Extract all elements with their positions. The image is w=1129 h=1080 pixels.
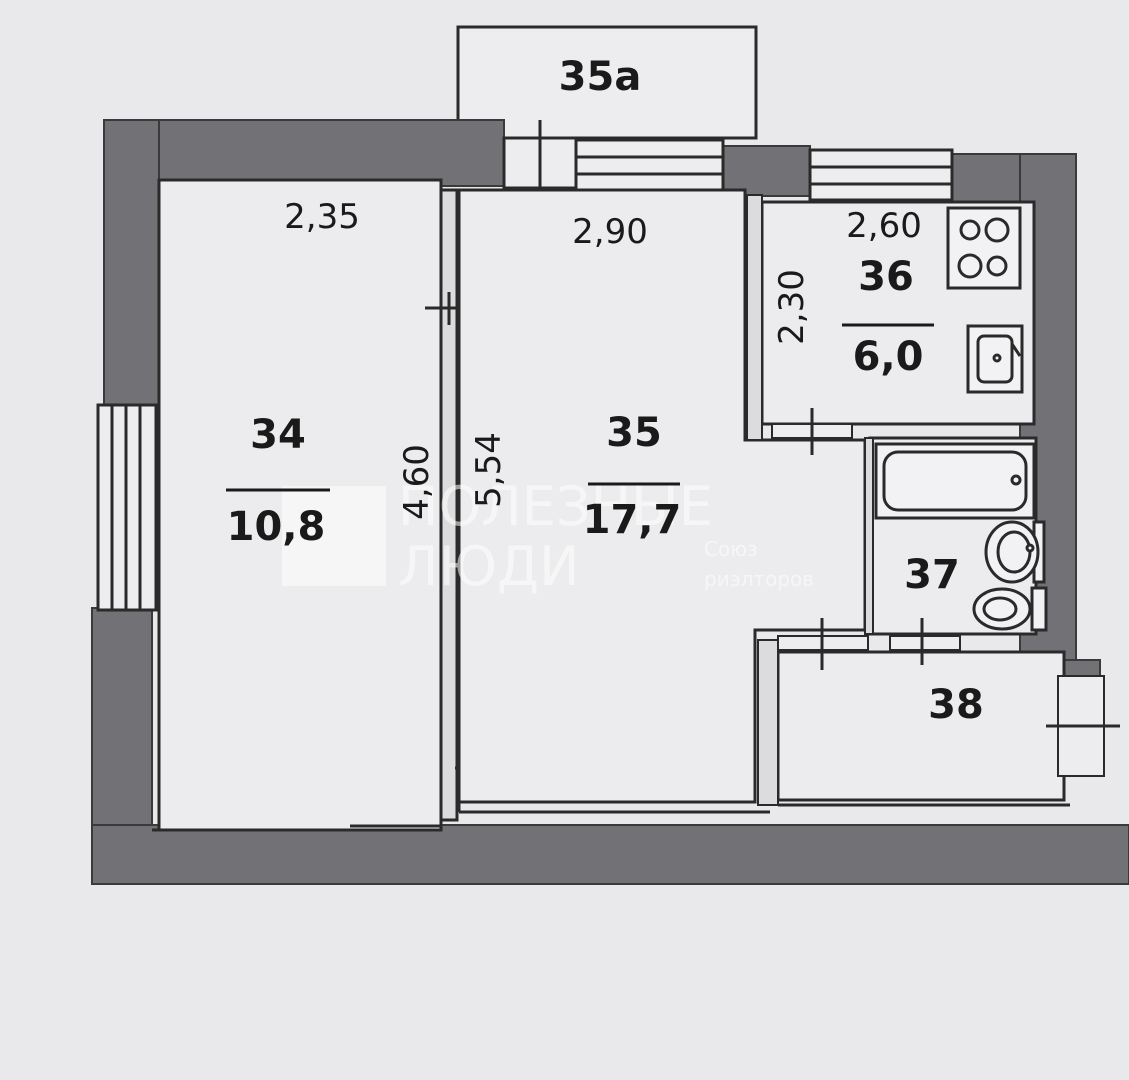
- room-38-number: 38: [928, 682, 984, 728]
- watermark-tag2: риэлторов: [704, 567, 814, 591]
- watermark-logo: [282, 486, 386, 586]
- room-36-depth: 2,30: [772, 269, 812, 345]
- watermark-line2: ЛЮДИ: [398, 535, 580, 598]
- window-left: [96, 403, 158, 612]
- window-room35: [573, 138, 725, 194]
- room-34-number: 34: [250, 412, 306, 458]
- room-34-length: 4,60: [397, 444, 437, 520]
- balcony-label: 35а: [559, 54, 642, 100]
- room-34-area: 10,8: [227, 504, 326, 550]
- washbasin-icon: [984, 520, 1046, 584]
- room-35-length: 5,54: [469, 432, 509, 508]
- room-36-area: 6,0: [853, 334, 924, 380]
- room-36-width: 2,60: [846, 206, 922, 246]
- watermark-tag1: Союз: [704, 537, 758, 561]
- stove-icon: [946, 206, 1022, 290]
- toilet-icon: [972, 586, 1048, 632]
- room-35: [457, 188, 867, 812]
- kitchen-sink-icon: [966, 324, 1024, 394]
- room-37-number: 37: [904, 552, 960, 598]
- bathtub-icon: [874, 442, 1036, 520]
- inner-floor-lines: [152, 803, 1070, 832]
- balcony-door: [502, 120, 578, 205]
- partition-34-35: [425, 188, 475, 822]
- window-room36: [808, 148, 954, 202]
- watermark: ПОЛЕЗНЫЕ ЛЮДИ Союз риэлторов: [282, 475, 814, 598]
- room-35-width: 2,90: [572, 212, 648, 252]
- balcony-35a: [456, 25, 758, 140]
- room-35-number: 35: [606, 410, 662, 456]
- room-36-number: 36: [858, 254, 914, 300]
- room-35-area: 17,7: [583, 497, 682, 543]
- room-38: [757, 618, 1120, 806]
- room-34-width: 2,35: [284, 197, 360, 237]
